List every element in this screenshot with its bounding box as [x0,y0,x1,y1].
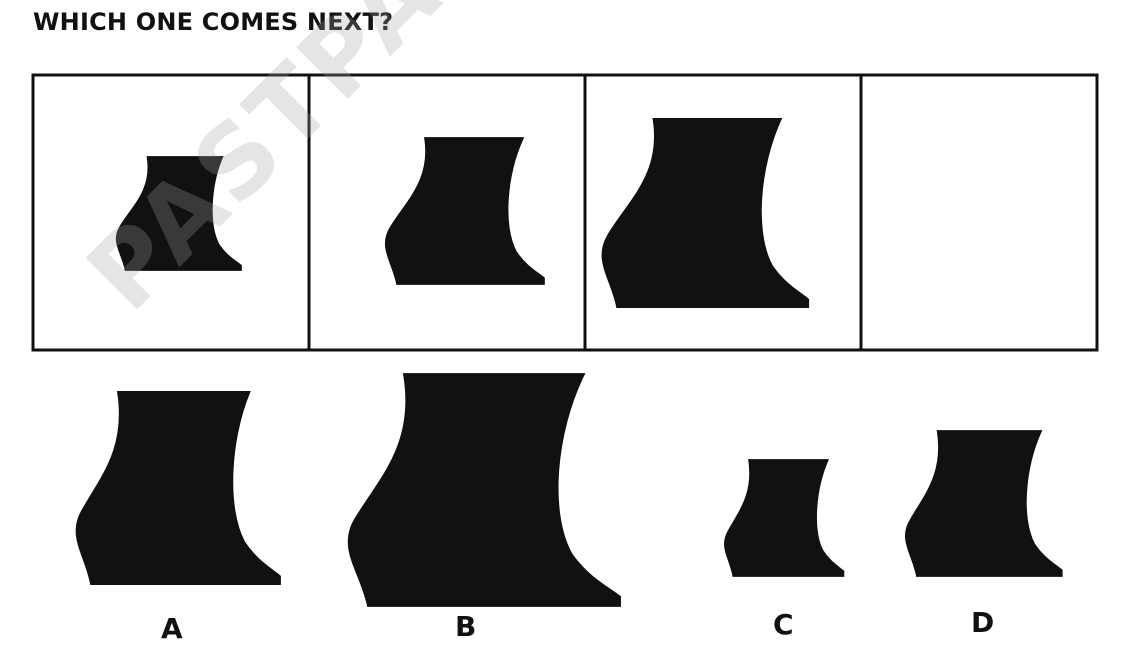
option-c-shape[interactable] [724,459,845,577]
option-d-shape[interactable] [905,430,1063,577]
option-d-label[interactable]: D [971,606,995,639]
question-title: WHICH ONE COMES NEXT? [33,8,394,36]
sequence-shape-3 [601,118,810,308]
sequence-shape-2 [384,137,545,285]
sequence-frame-4-empty [859,73,1099,352]
option-a-label[interactable]: A [161,612,183,645]
option-a-shape[interactable] [75,391,281,585]
option-b-label[interactable]: B [455,610,477,643]
option-b-shape[interactable] [347,373,621,607]
option-c-label[interactable]: C [773,608,794,641]
sequence-shape-1 [115,156,242,271]
